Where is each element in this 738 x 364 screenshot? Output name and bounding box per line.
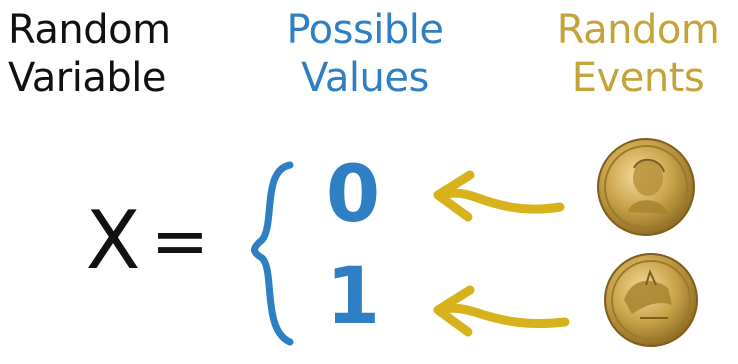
curly-brace <box>251 161 294 346</box>
equals-sign: = <box>150 200 210 282</box>
value-zero: 0 <box>325 150 381 240</box>
arrow-to-zero-icon <box>433 170 565 222</box>
header-random-variable-line1: Random <box>8 7 171 53</box>
arrow-to-one-icon <box>433 285 570 337</box>
value-one: 1 <box>325 252 381 342</box>
header-random-events-line2: Events <box>571 55 705 101</box>
header-random-events-line1: Random <box>556 7 720 53</box>
header-random-events: Random Events <box>538 6 738 102</box>
header-possible-values: Possible Values <box>270 6 460 102</box>
coin-heads-icon <box>597 138 695 236</box>
header-possible-values-line2: Values <box>301 55 429 101</box>
random-variable-x: X <box>85 194 141 287</box>
header-random-variable-line2: Variable <box>8 55 166 101</box>
header-random-variable: Random Variable <box>8 6 208 102</box>
header-possible-values-line1: Possible <box>286 7 444 53</box>
coin-tails-icon <box>604 253 698 347</box>
